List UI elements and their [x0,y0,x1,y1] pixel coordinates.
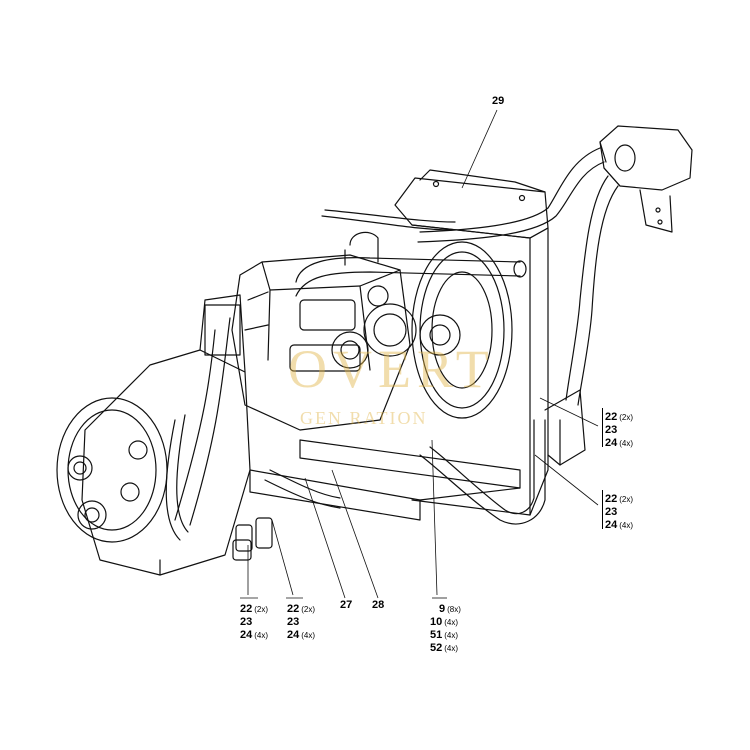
coolant-hoses [321,147,619,406]
callout-group-right-upper: 22(2x) 23 24(4x) [602,408,634,449]
callout-27: 27 [340,599,353,611]
part-number: 23 [287,616,300,628]
part-quantity: (8x) [447,605,461,614]
part-number: 23 [240,616,253,628]
part-number: 22 [605,493,618,505]
callout-group-right-lower: 22(2x) 23 24(4x) [602,490,634,531]
part-number: 24 [605,437,618,449]
part-number: 23 [605,424,618,436]
turbocharger [331,285,461,369]
part-quantity: (2x) [619,495,634,504]
part-quantity: (4x) [254,631,269,640]
callout-29: 29 [492,95,505,107]
leader-lines [240,109,599,599]
part-quantity: (4x) [444,631,459,640]
part-quantity: (2x) [619,413,634,422]
charge-air-pipe [295,231,527,297]
part-number: 22 [287,603,300,615]
lower-hoses [165,317,546,541]
part-number: 51 [430,629,443,641]
part-number: 24 [240,629,253,641]
part-number: 24 [287,629,300,641]
part-number: 52 [430,642,443,654]
part-quantity: (4x) [301,631,316,640]
part-quantity: (4x) [444,618,459,627]
part-quantity: (4x) [444,644,459,653]
engine-block [231,254,411,431]
callout-28: 28 [372,599,385,611]
part-number: 10 [430,616,443,628]
expansion-tank [599,125,693,233]
filters [232,517,273,561]
side-bracket [544,389,586,466]
part-quantity: (2x) [301,605,316,614]
part-quantity: (4x) [619,521,634,530]
part-number: 24 [605,519,618,531]
radiator-housing [394,169,549,516]
fan-shroud [411,241,513,419]
part-number: 22 [605,411,618,423]
part-quantity: (2x) [254,605,269,614]
part-number: 23 [605,506,618,518]
callout-group-bottom-b: 22(2x) 23 24(4x) [287,600,316,641]
callout-group-bottom-c: 9(8x) 10(4x) 51(4x) 52(4x) [430,600,475,654]
part-number: 9 [439,603,446,615]
callout-group-bottom-a: 22(2x) 23 24(4x) [240,600,269,641]
part-number: 22 [240,603,253,615]
transmission-housing [56,294,251,576]
part-quantity: (4x) [619,439,634,448]
